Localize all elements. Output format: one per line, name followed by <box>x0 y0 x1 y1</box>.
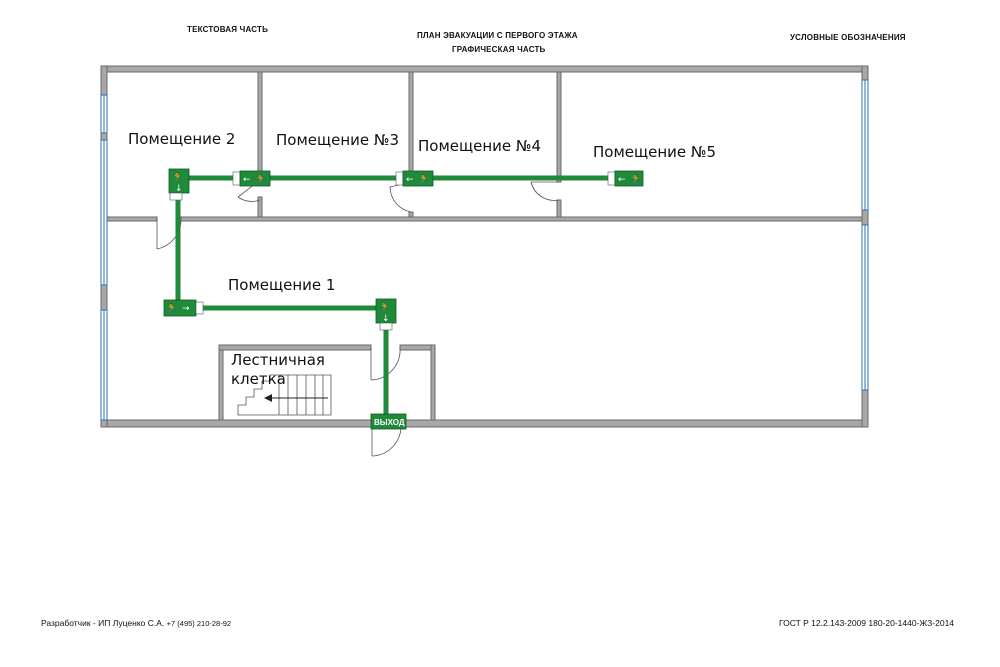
runner-icon: 🏃 <box>418 173 429 185</box>
graphic-part-heading: ГРАФИЧЕСКАЯ ЧАСТЬ <box>452 45 546 54</box>
runner-icon: 🏃 <box>166 302 177 314</box>
interior-walls <box>106 71 863 421</box>
arrow-left-icon: ← <box>243 175 251 185</box>
staircase <box>237 374 332 416</box>
room-1-label: Помещение 1 <box>228 276 335 294</box>
door-room4 <box>389 181 412 213</box>
door-stairwell <box>370 347 401 381</box>
runner-icon: 🏃 <box>172 171 183 183</box>
windows <box>100 79 869 421</box>
room-5-label: Помещение №5 <box>593 143 716 161</box>
developer-credit: Разработчик - ИП Луценко С.А. +7 (495) 2… <box>41 618 231 628</box>
plan-title: ПЛАН ЭВАКУАЦИИ С ПЕРВОГО ЭТАЖА <box>417 31 578 40</box>
window-left <box>100 94 108 421</box>
runner-icon: 🏃 <box>255 173 266 185</box>
exit-label: ВЫХОД <box>374 418 405 427</box>
stairwell-label-line1: Лестничная <box>231 351 325 369</box>
exit-sign-room2: 🏃 ↓ <box>168 168 190 201</box>
runner-icon: 🏃 <box>630 173 641 185</box>
text-part-heading: ТЕКСТОВАЯ ЧАСТЬ <box>187 25 269 34</box>
developer-phone: +7 (495) 210-28-92 <box>166 619 232 628</box>
arrow-down-icon: ↓ <box>175 184 183 194</box>
exit-sign-room4: ← 🏃 <box>395 170 434 187</box>
stairwell-label-line2: клетка <box>231 370 286 388</box>
main-exit-sign: ВЫХОД <box>370 413 407 430</box>
legend-heading: УСЛОВНЫЕ ОБОЗНАЧЕНИЯ <box>790 33 906 42</box>
arrow-down-icon: ↓ <box>382 314 390 324</box>
door-room5 <box>530 181 560 201</box>
door-main-exit <box>371 426 402 457</box>
arrow-right-icon: → <box>182 304 190 314</box>
runner-icon: 🏃 <box>379 301 390 313</box>
exit-sign-room1: 🏃 → <box>163 299 204 317</box>
outer-walls <box>100 65 869 428</box>
arrow-left-icon: ← <box>618 175 626 185</box>
door-room2 <box>156 219 182 250</box>
room-3-label: Помещение №3 <box>276 131 399 149</box>
window-right <box>861 79 869 391</box>
standard-reference: ГОСТ Р 12.2.143-2009 180-20-1440-ЖЗ-2014 <box>779 618 955 628</box>
room-2-label: Помещение 2 <box>128 130 235 148</box>
arrow-left-icon: ← <box>406 175 414 185</box>
developer-name: Разработчик - ИП Луценко С.А. <box>41 618 165 628</box>
exit-sign-stairwell-door: 🏃 ↓ <box>375 298 397 331</box>
room-4-label: Помещение №4 <box>418 137 541 155</box>
exit-sign-room3: ← 🏃 <box>232 170 271 187</box>
exit-sign-room5: ← 🏃 <box>607 170 644 187</box>
stair-direction-arrow <box>264 394 328 402</box>
